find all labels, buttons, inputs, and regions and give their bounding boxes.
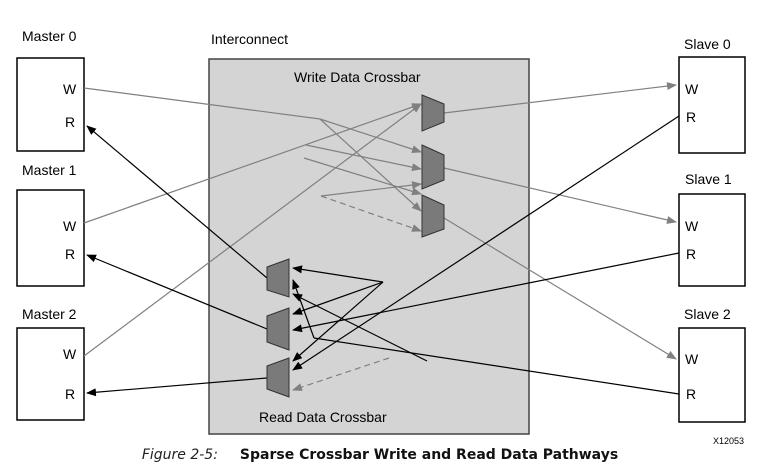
read-path-slave1-to-mux1	[292, 252, 680, 333]
read-path-to-master1	[86, 254, 268, 330]
caption-number: Figure 2-5:	[141, 447, 218, 463]
slave-0-w-port: W	[685, 81, 699, 97]
read-path-slave0-to-mux2	[292, 115, 680, 371]
master-2-r-port: R	[65, 386, 75, 402]
write-mux-slave1	[421, 144, 445, 190]
write-path-to-slave2	[443, 217, 677, 360]
write-paths	[83, 82, 677, 360]
slave-2-label: Slave 2	[684, 306, 731, 322]
master-2-w-port: W	[63, 346, 77, 362]
master-1-label: Master 1	[22, 162, 77, 178]
slave-1-w-port: W	[685, 218, 699, 234]
figure-id: X12053	[713, 436, 744, 446]
write-crossbar-label: Write Data Crossbar	[294, 69, 421, 85]
read-path-x2	[292, 281, 384, 315]
write-path-master1-to-mux1	[305, 144, 422, 172]
read-path-x3	[292, 281, 384, 362]
caption-title: Sparse Crossbar Write and Read Data Path…	[239, 447, 619, 463]
slave-1-label: Slave 1	[685, 171, 732, 187]
write-path-master0-to-mux1	[319, 118, 422, 154]
write-path-master2-to-mux0	[83, 103, 422, 357]
read-path-dashed	[292, 357, 390, 391]
read-path-to-master2	[86, 377, 268, 397]
read-path-slave2-to-mux0	[292, 279, 315, 339]
master-1-box	[16, 189, 85, 287]
master-1-r-port: R	[65, 246, 75, 262]
read-crossbar-label: Read Data Crossbar	[259, 409, 387, 425]
slave-2-w-port: W	[685, 351, 699, 367]
slave-1-box	[678, 193, 746, 287]
read-mux-master1	[266, 307, 290, 351]
read-paths	[86, 115, 680, 397]
write-mux-slave2	[421, 194, 445, 238]
read-path-slave2-in	[313, 337, 680, 395]
figure-caption: Figure 2-5: Sparse Crossbar Write and Rea…	[0, 446, 760, 463]
write-path-master0-in	[83, 87, 321, 120]
master-0-box	[16, 57, 85, 152]
read-mux-master0	[266, 258, 290, 298]
master-0-r-port: R	[65, 114, 75, 130]
write-path-master1-to-mux0	[83, 103, 422, 224]
write-mux-slave0	[421, 94, 445, 132]
slave-2-r-port: R	[686, 386, 696, 402]
write-path-dashed	[320, 195, 422, 232]
write-path-master2-to-mux1	[320, 181, 422, 197]
write-path-to-slave0	[443, 82, 677, 114]
master-1-w-port: W	[63, 218, 77, 234]
slave-0-label: Slave 0	[684, 36, 731, 52]
read-mux-master2	[266, 357, 290, 398]
slave-1-r-port: R	[686, 246, 696, 262]
slave-0-box	[678, 56, 746, 154]
interconnect-label: Interconnect	[211, 31, 288, 47]
read-path-x1	[292, 265, 384, 283]
slave-0-r-port: R	[686, 109, 696, 125]
read-path-to-master0	[86, 125, 268, 279]
read-path-x4	[292, 293, 428, 362]
master-2-box	[16, 327, 85, 421]
interconnect-box	[208, 58, 530, 435]
master-2-label: Master 2	[22, 306, 77, 322]
write-path-to-mux2-c	[303, 157, 422, 196]
master-0-w-port: W	[63, 81, 77, 97]
slave-2-box	[678, 327, 746, 423]
master-0-label: Master 0	[22, 28, 77, 44]
